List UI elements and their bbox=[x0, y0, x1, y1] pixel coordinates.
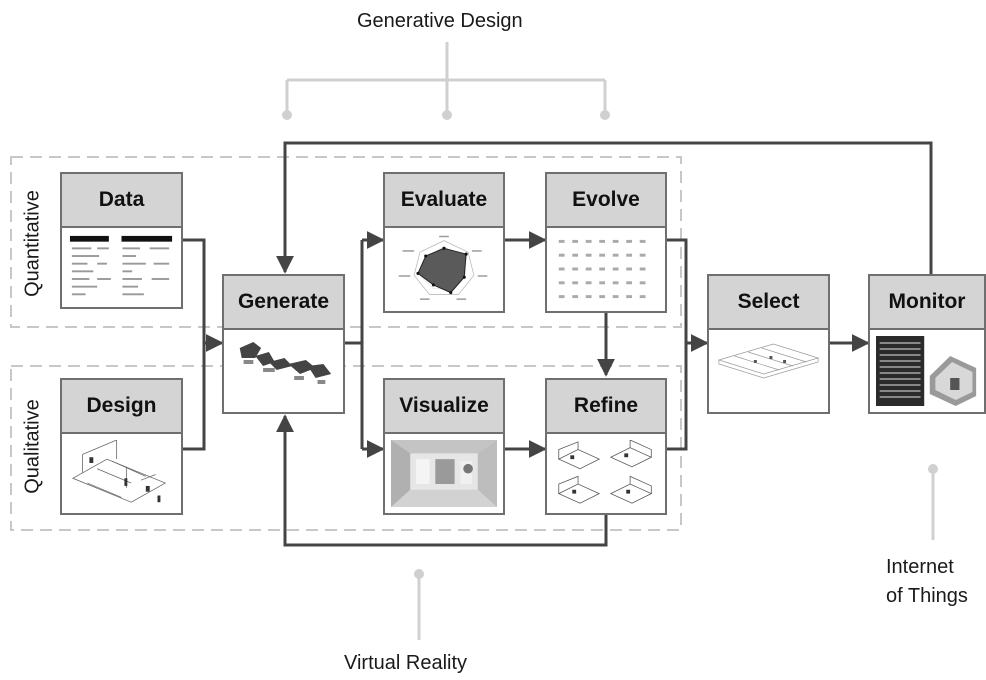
evaluate-node: Evaluate bbox=[383, 172, 505, 313]
evolve-node: Evolve bbox=[545, 172, 667, 313]
quantitative-group bbox=[10, 156, 682, 328]
flow-connectors bbox=[183, 141, 933, 547]
iot-label-line1: Internet bbox=[886, 556, 954, 578]
data-table-thumbnail bbox=[68, 234, 175, 301]
iot-stem bbox=[928, 464, 938, 540]
iot-label-line2: of Things bbox=[886, 585, 968, 607]
evaluate-title: Evaluate bbox=[385, 174, 503, 228]
design-title: Design bbox=[62, 380, 181, 434]
refine-title: Refine bbox=[547, 380, 665, 434]
select-node: Select bbox=[707, 274, 830, 414]
monitor-title: Monitor bbox=[870, 276, 984, 330]
data-node: Data bbox=[60, 172, 183, 309]
quantitative-label: Quantitative bbox=[21, 190, 44, 297]
generative-design-bracket bbox=[282, 42, 610, 120]
visualize-title: Visualize bbox=[385, 380, 503, 434]
qualitative-label: Qualitative bbox=[21, 399, 44, 494]
monitor-dashboard-thumbnail bbox=[876, 336, 978, 406]
monitor-node: Monitor bbox=[868, 274, 986, 414]
virtual-reality-stem bbox=[414, 569, 424, 640]
design-axonometric-thumbnail bbox=[68, 440, 175, 507]
select-floorplan-thumbnail bbox=[715, 336, 822, 406]
generative-design-label: Generative Design bbox=[357, 10, 523, 32]
data-title: Data bbox=[62, 174, 181, 228]
evaluate-radar-thumbnail bbox=[391, 234, 497, 305]
visualize-node: Visualize bbox=[383, 378, 505, 515]
generate-massing-thumbnail bbox=[230, 336, 337, 406]
virtual-reality-label: Virtual Reality bbox=[344, 652, 468, 674]
refine-node: Refine bbox=[545, 378, 667, 515]
evolve-title: Evolve bbox=[547, 174, 665, 228]
refine-rooms-thumbnail bbox=[553, 440, 659, 507]
evolve-variants-thumbnail bbox=[553, 234, 659, 305]
design-node: Design bbox=[60, 378, 183, 515]
select-title: Select bbox=[709, 276, 828, 330]
generate-node: Generate bbox=[222, 274, 345, 414]
visualize-render-thumbnail bbox=[391, 440, 497, 507]
generate-title: Generate bbox=[224, 276, 343, 330]
